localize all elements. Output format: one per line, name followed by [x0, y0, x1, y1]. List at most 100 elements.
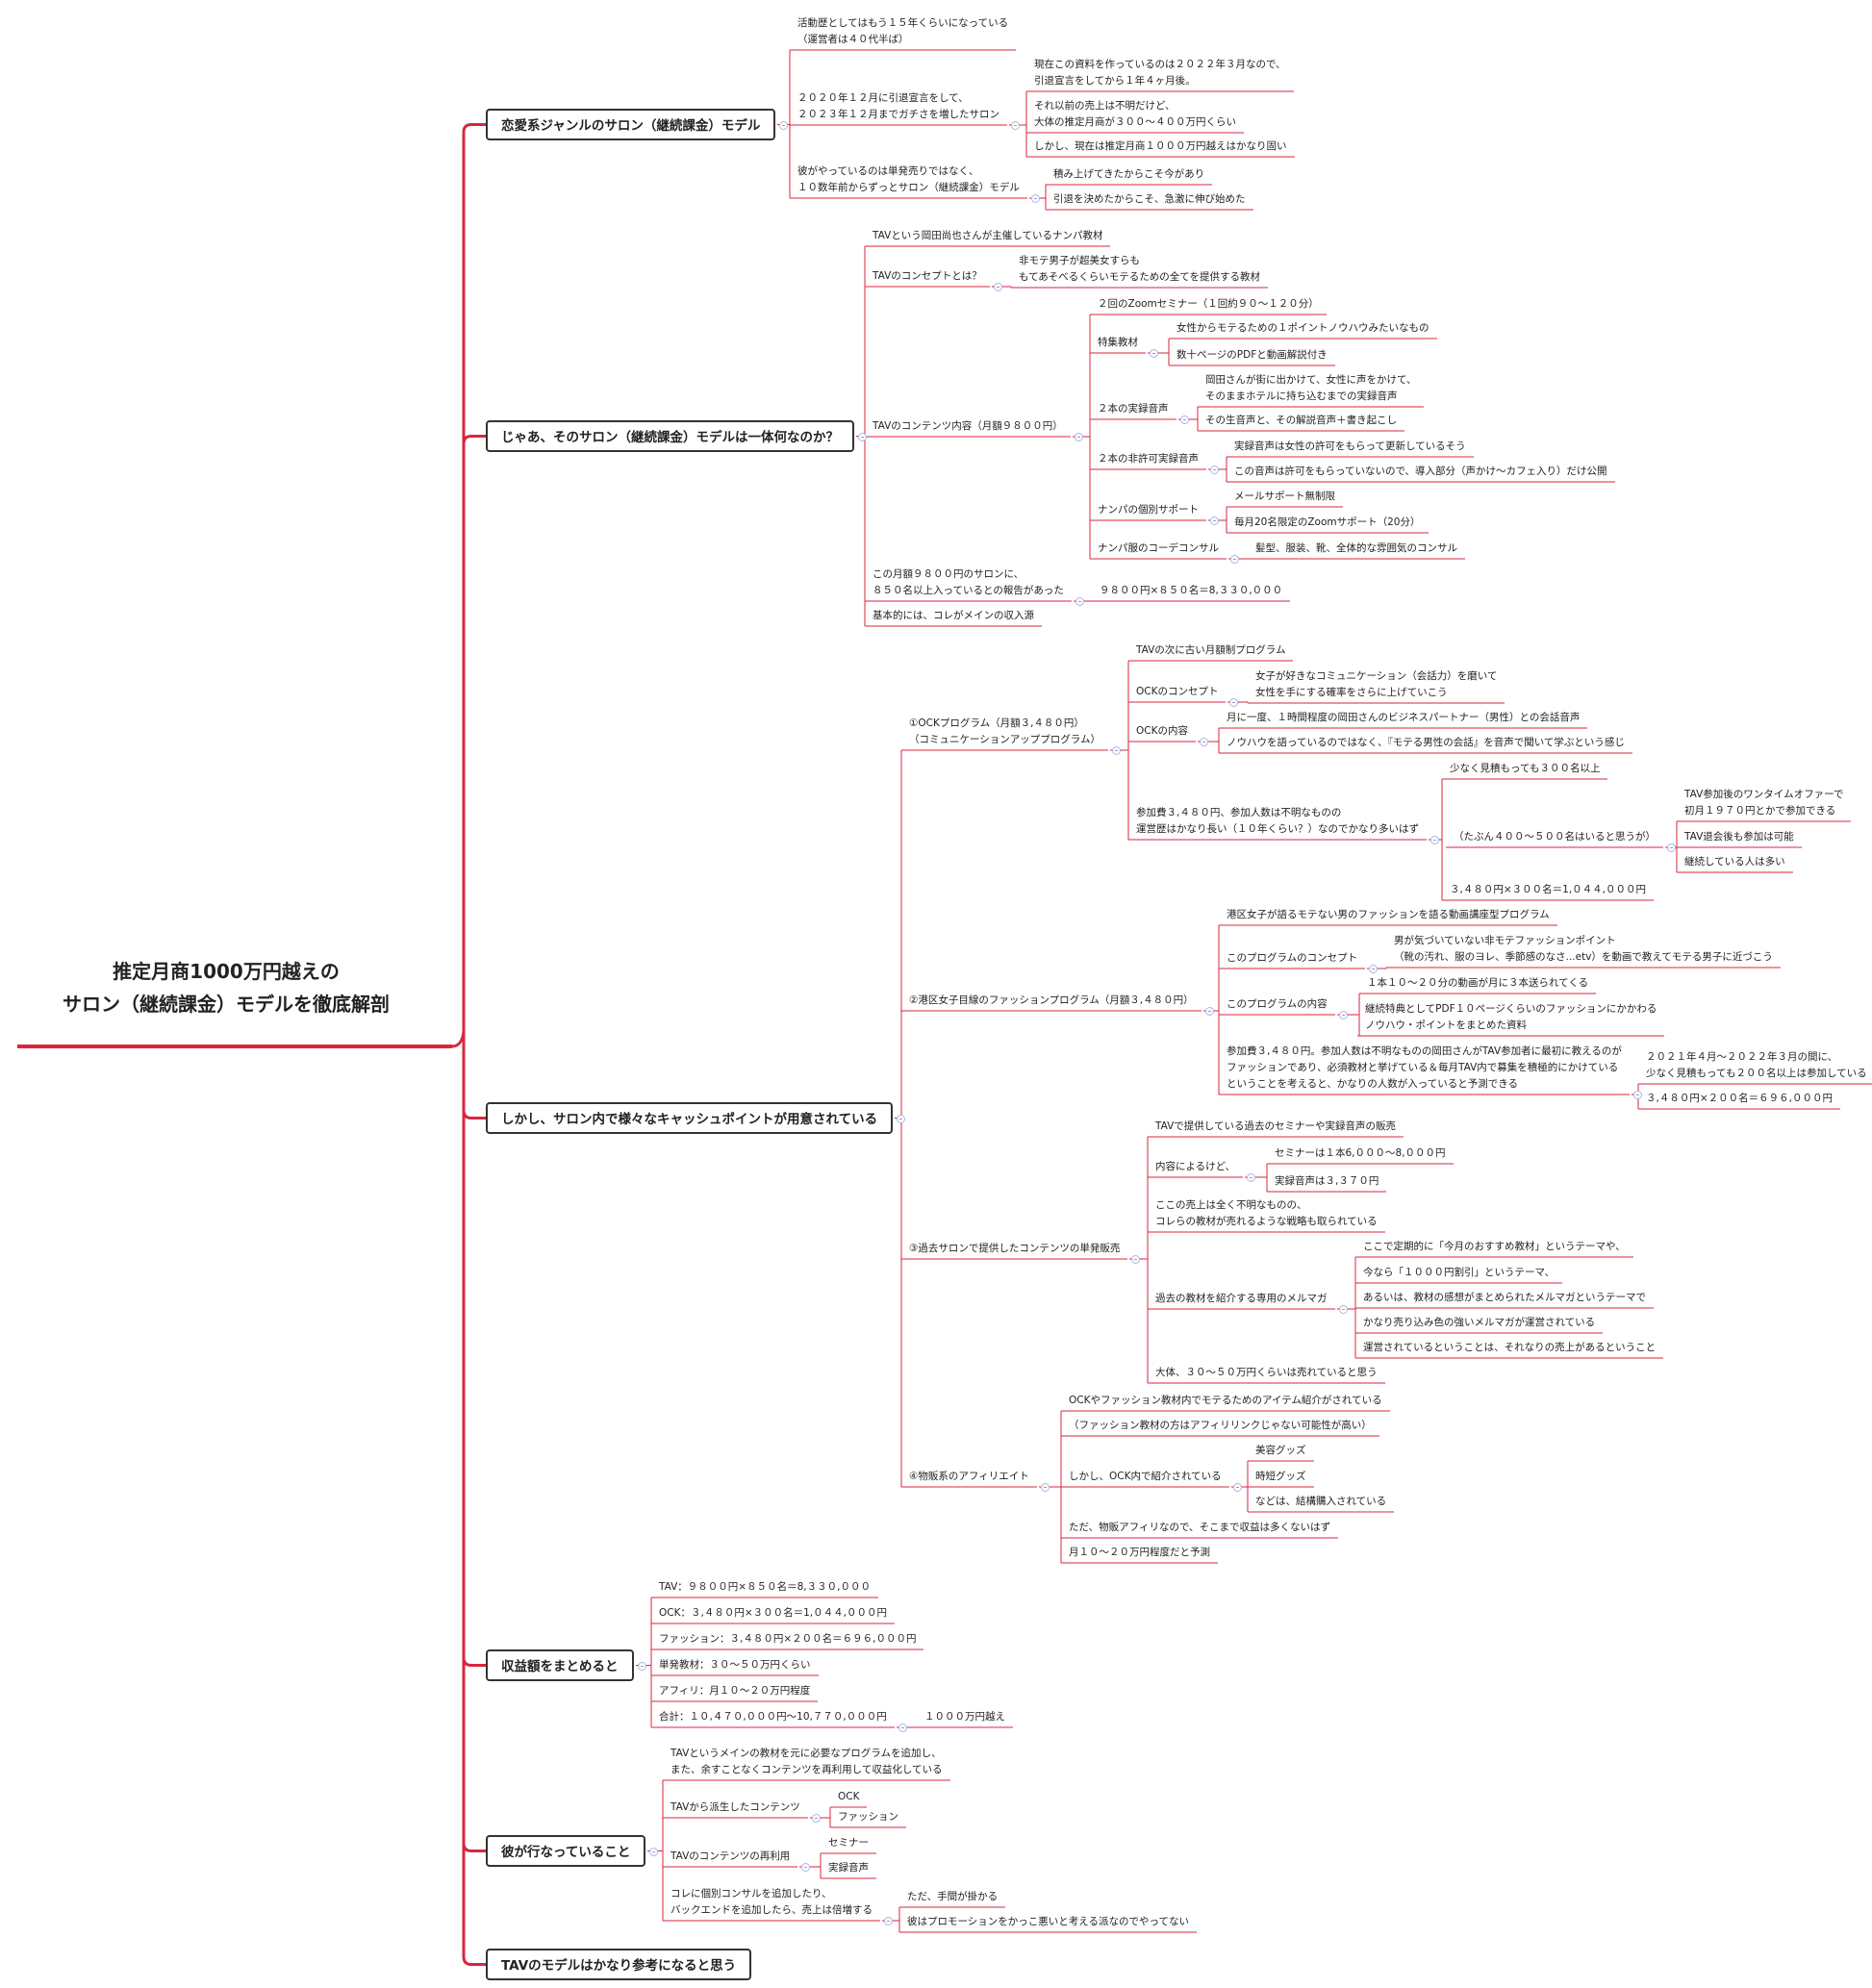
- collapse-toggle-icon[interactable]: [1230, 555, 1239, 564]
- collapse-toggle-icon[interactable]: [1131, 1255, 1140, 1264]
- mindmap-node[interactable]: このプログラムのコンセプト: [1227, 952, 1358, 964]
- mindmap-node[interactable]: しかし、OCK内で紹介されている: [1069, 1471, 1222, 1482]
- mindmap-node[interactable]: 今なら「１０００円割引」というテーマ、: [1363, 1267, 1555, 1278]
- mindmap-node[interactable]: 継続している人は多い: [1684, 856, 1785, 868]
- collapse-toggle-icon[interactable]: [898, 1724, 907, 1732]
- collapse-toggle-icon[interactable]: [1369, 965, 1378, 973]
- mindmap-node[interactable]: セミナー: [828, 1837, 869, 1849]
- mindmap-node[interactable]: 彼がやっているのは単発売りではなく、 １０数年前からずっとサロン（継続課金）モデ…: [797, 165, 1020, 193]
- collapse-toggle-icon[interactable]: [1200, 738, 1208, 746]
- mindmap-node[interactable]: この音声は許可をもらっていないので、導入部分（声かけ〜カフェ入り）だけ公開: [1234, 466, 1607, 477]
- mindmap-node[interactable]: TAVで提供している過去のセミナーや実録音声の販売: [1155, 1120, 1396, 1132]
- mindmap-node[interactable]: 時短グッズ: [1255, 1471, 1306, 1482]
- mindmap-node[interactable]: ２本の非許可実録音声: [1098, 453, 1199, 465]
- collapse-toggle-icon[interactable]: [1339, 1305, 1348, 1314]
- collapse-toggle-icon[interactable]: [1210, 466, 1219, 474]
- mindmap-node[interactable]: TAVのコンセプトとは？: [873, 270, 982, 282]
- mindmap-node[interactable]: ３,４８０円×３００名＝1,０４４,０００円: [1450, 884, 1646, 895]
- mindmap-node[interactable]: 積み上げてきたからこそ今があり: [1053, 168, 1205, 180]
- branch-topic-5[interactable]: 彼が行なっていること: [486, 1835, 646, 1867]
- mindmap-node[interactable]: 運営されているということは、それなりの売上があるということ: [1363, 1342, 1657, 1353]
- collapse-toggle-icon[interactable]: [1041, 1483, 1050, 1492]
- mindmap-node[interactable]: ナンパの個別サポート: [1098, 504, 1199, 516]
- branch-topic-6[interactable]: TAVのモデルはかなり参考になると思う: [486, 1949, 752, 1980]
- mindmap-node[interactable]: TAVという岡田尚也さんが主催しているナンパ教材: [873, 230, 1103, 241]
- mindmap-node[interactable]: 継続特典としてPDF１０ページくらいのファッションにかかわる ノウハウ・ポイント…: [1365, 1003, 1657, 1031]
- mindmap-node[interactable]: 毎月20名限定のZoomサポート（20分）: [1234, 516, 1421, 528]
- collapse-toggle-icon[interactable]: [1011, 121, 1020, 130]
- mindmap-node[interactable]: TAV参加後のワンタイムオファーで 初月１９７０円とかで参加できる: [1684, 789, 1844, 817]
- mindmap-node[interactable]: アフィリ：月１０〜２０万円程度: [659, 1685, 811, 1697]
- mindmap-node[interactable]: ④物販系のアフィリエイト: [909, 1471, 1029, 1482]
- mindmap-node[interactable]: しかし、現在は推定月商１０００万円越えはかなり固い: [1034, 140, 1287, 152]
- mindmap-node[interactable]: ３,４８０円×２００名＝６９６,０００円: [1646, 1093, 1833, 1104]
- mindmap-node[interactable]: 特集教材: [1098, 337, 1138, 348]
- mindmap-node[interactable]: 過去の教材を紹介する専用のメルマガ: [1155, 1293, 1328, 1304]
- collapse-toggle-icon[interactable]: [1180, 415, 1189, 424]
- collapse-toggle-icon[interactable]: [779, 120, 788, 130]
- branch-topic-2[interactable]: じゃあ、そのサロン（継続課金）モデルは一体何なのか？: [486, 420, 854, 452]
- collapse-toggle-icon[interactable]: [1339, 1011, 1348, 1019]
- collapse-toggle-icon[interactable]: [801, 1863, 810, 1872]
- mindmap-node[interactable]: OCK：３,４８０円×３００名＝1,０４４,０００円: [659, 1607, 887, 1619]
- collapse-toggle-icon[interactable]: [1150, 349, 1158, 358]
- collapse-toggle-icon[interactable]: [1229, 698, 1238, 707]
- mindmap-node[interactable]: TAV退会後も参加は可能: [1684, 831, 1794, 843]
- mindmap-node[interactable]: TAVのコンテンツの再利用: [670, 1850, 791, 1862]
- mindmap-node[interactable]: OCKのコンセプト: [1136, 686, 1219, 697]
- collapse-toggle-icon[interactable]: [858, 432, 867, 441]
- mindmap-node[interactable]: 岡田さんが街に出かけて、女性に声をかけて、 そのままホテルに持ち込むまでの実録音…: [1205, 374, 1417, 402]
- collapse-toggle-icon[interactable]: [1430, 836, 1439, 844]
- mindmap-node[interactable]: 月に一度、１時間程度の岡田さんのビジネスパートナー（男性）との会話音声: [1227, 712, 1581, 723]
- mindmap-node[interactable]: ファッション：３,４８０円×２００名＝６９６,０００円: [659, 1633, 917, 1645]
- mindmap-node[interactable]: ２０２０年１２月に引退宣言をして、 ２０２３年１２月までガチさを増したサロン: [797, 92, 999, 120]
- collapse-toggle-icon[interactable]: [1247, 1173, 1255, 1182]
- mindmap-node[interactable]: 数十ページのPDFと動画解説付き: [1176, 349, 1328, 361]
- mindmap-node[interactable]: 基本的には、コレがメインの収入源: [873, 610, 1034, 621]
- mindmap-node[interactable]: 非モテ男子が超美女すらも もてあそべるくらいモテるための全てを提供する教材: [1019, 255, 1261, 283]
- mindmap-node[interactable]: TAVから派生したコンテンツ: [670, 1801, 800, 1813]
- mindmap-node[interactable]: ２０２１年４月〜２０２２年３月の間に、 少なく見積もっても２００名以上は参加して…: [1646, 1051, 1867, 1079]
- mindmap-node[interactable]: 実録音声は女性の許可をもらって更新しているそう: [1234, 440, 1466, 452]
- mindmap-node[interactable]: 内容によるけど、: [1155, 1161, 1236, 1172]
- mindmap-node[interactable]: 大体、３０〜５０万円くらいは売れていると思う: [1155, 1367, 1378, 1378]
- mindmap-node[interactable]: セミナーは１本6,０００〜8,０００円: [1275, 1147, 1446, 1159]
- mindmap-node[interactable]: （たぶん４００〜５００名はいると思うが）: [1454, 831, 1656, 843]
- collapse-toggle-icon[interactable]: [1633, 1091, 1642, 1099]
- mindmap-node[interactable]: TAVのコンテンツ内容（月額９８００円）: [873, 420, 1063, 432]
- mindmap-node[interactable]: 美容グッズ: [1255, 1445, 1306, 1456]
- collapse-toggle-icon[interactable]: [1233, 1483, 1242, 1492]
- mindmap-node[interactable]: TAV：９８００円×８５０名＝8,３３０,０００: [659, 1581, 871, 1593]
- collapse-toggle-icon[interactable]: [1210, 516, 1219, 525]
- mindmap-node[interactable]: メールサポート無制限: [1234, 491, 1335, 502]
- mindmap-node[interactable]: ファッション: [838, 1811, 898, 1823]
- mindmap-node[interactable]: 現在この資料を作っているのは２０２２年３月なので、 引退宣言をしてから１年４ヶ月…: [1034, 59, 1286, 87]
- mindmap-node[interactable]: 彼はプロモーションをかっこ悪いと考える派なのでやってない: [907, 1916, 1189, 1927]
- mindmap-node[interactable]: 単発教材：３０〜５０万円くらい: [659, 1659, 811, 1671]
- mindmap-node[interactable]: ここの売上は全く不明なものの、 コレらの教材が売れるような戦略も取られている: [1155, 1199, 1378, 1227]
- mindmap-node[interactable]: OCKの内容: [1136, 725, 1188, 737]
- mindmap-node[interactable]: それ以前の売上は不明だけど、 大体の推定月商が３００〜４００万円くらい: [1034, 100, 1236, 128]
- branch-topic-4[interactable]: 収益額をまとめると: [486, 1649, 634, 1681]
- mindmap-node[interactable]: ９８００円×８５０名＝8,３３０,０００: [1100, 585, 1283, 596]
- mindmap-node[interactable]: 実録音声は３,３７０円: [1275, 1175, 1379, 1187]
- mindmap-node[interactable]: （ファッション教材の方はアフィリリンクじゃない可能性が高い）: [1069, 1420, 1372, 1431]
- mindmap-node[interactable]: ２回のZoomセミナー（１回約９０〜１２０分）: [1098, 298, 1319, 310]
- mindmap-node[interactable]: OCKやファッション教材内でモテるためのアイテム紹介がされている: [1069, 1395, 1382, 1406]
- collapse-toggle-icon[interactable]: [897, 1114, 905, 1123]
- mindmap-node[interactable]: 女子が好きなコミュニケーション（会話力）を磨いて 女性を手にする確率をさらに上げ…: [1255, 670, 1498, 698]
- collapse-toggle-icon[interactable]: [884, 1917, 893, 1925]
- mindmap-node[interactable]: 合計：１０,４７０,０００円〜10,７７０,０００円: [659, 1711, 887, 1723]
- mindmap-node[interactable]: あるいは、教材の感想がまとめられたメルマガというテーマで: [1363, 1292, 1646, 1303]
- mindmap-node[interactable]: 月１０〜２０万円程度だと予測: [1069, 1547, 1210, 1558]
- mindmap-node[interactable]: ③過去サロンで提供したコンテンツの単発販売: [909, 1243, 1121, 1254]
- mindmap-node[interactable]: ２本の実録音声: [1098, 403, 1169, 415]
- mindmap-node[interactable]: ナンパ服のコーデコンサル: [1098, 542, 1219, 554]
- mindmap-node[interactable]: TAVの次に古い月額制プログラム: [1136, 644, 1286, 656]
- mindmap-node[interactable]: かなり売り込み色の強いメルマガが運営されている: [1363, 1317, 1596, 1328]
- collapse-toggle-icon[interactable]: [1031, 194, 1040, 203]
- mindmap-node[interactable]: ただ、手間が掛かる: [907, 1891, 999, 1902]
- branch-topic-1[interactable]: 恋愛系ジャンルのサロン（継続課金）モデル: [486, 109, 776, 140]
- mindmap-node[interactable]: ただ、物販アフィリなので、そこまで収益は多くないはず: [1069, 1522, 1331, 1533]
- mindmap-node[interactable]: コレに個別コンサルを追加したり、 バックエンドを追加したら、売上は倍増する: [670, 1888, 873, 1916]
